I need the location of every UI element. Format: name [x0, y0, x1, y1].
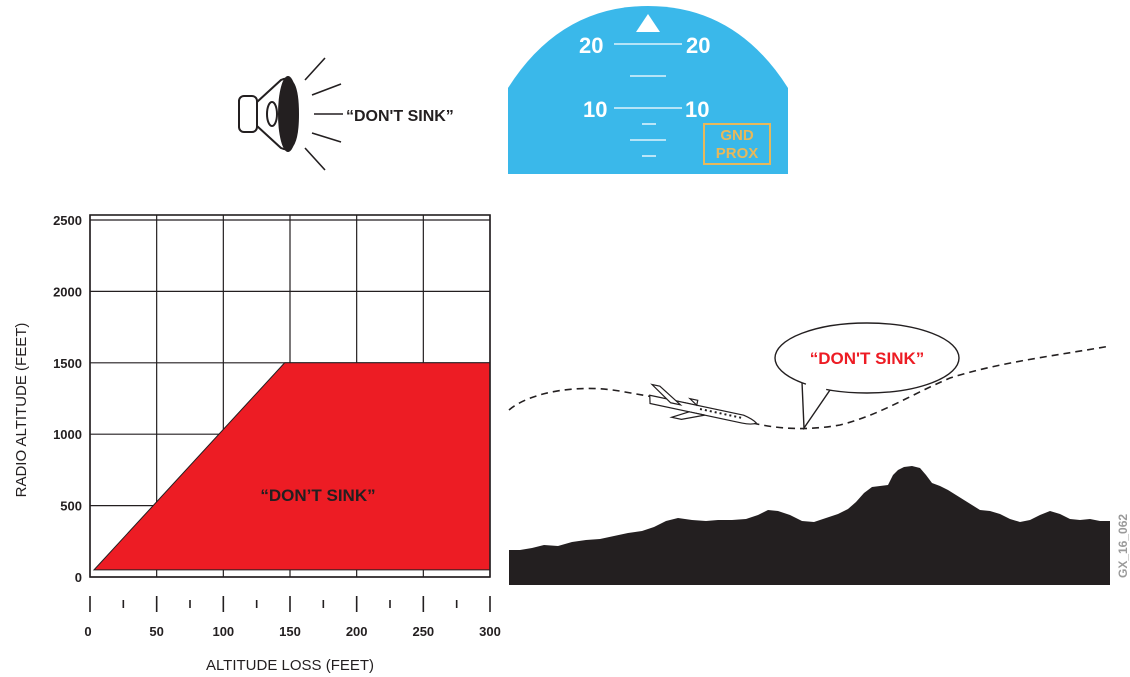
- dont-sink-region: [94, 363, 490, 570]
- pitch-label-10-right: 10: [685, 97, 709, 122]
- x-tick-label: 0: [84, 624, 91, 639]
- y-tick-label: 500: [60, 499, 82, 514]
- x-axis-title: ALTITUDE LOSS (FEET): [206, 657, 374, 674]
- figure-id: GX_16_062: [1116, 514, 1130, 578]
- bubble-callout-text: “DON'T SINK”: [810, 349, 925, 368]
- terrain: [509, 466, 1110, 585]
- x-tick-label: 300: [479, 624, 501, 639]
- pitch-label-10-left: 10: [583, 97, 607, 122]
- y-tick-label: 1500: [53, 356, 82, 371]
- x-tick-label: 150: [279, 624, 301, 639]
- pitch-label-20-right: 20: [686, 33, 710, 58]
- y-tick-label: 0: [75, 570, 82, 585]
- y-tick-label: 1000: [53, 427, 82, 442]
- speech-bubble: [775, 323, 959, 428]
- y-tick-label: 2000: [53, 284, 82, 299]
- region-label: “DON’T SINK”: [260, 486, 375, 505]
- aural-alert-text: “DON'T SINK”: [346, 108, 454, 125]
- terrain-scene: “DON'T SINK”: [509, 323, 1110, 585]
- x-tick-label: 200: [346, 624, 368, 639]
- annunciator-line1: GND: [720, 127, 754, 144]
- x-tick-label: 100: [212, 624, 234, 639]
- x-tick-label: 250: [412, 624, 434, 639]
- pfd-display: 20 20 10 10 GND PROX: [508, 6, 788, 174]
- pitch-label-20-left: 20: [579, 33, 603, 58]
- y-tick-label: 2500: [53, 213, 82, 228]
- airplane-icon: [646, 384, 759, 434]
- dont-sink-envelope-chart: 0 50 100 150 200 250 300 0 500 1000 1500 2000 2500 “…: [13, 213, 501, 674]
- speaker-icon: [239, 58, 343, 170]
- x-tick-label: 50: [149, 624, 163, 639]
- y-axis-title: RADIO ALTITUDE (FEET): [13, 323, 30, 498]
- annunciator-line2: PROX: [716, 145, 759, 162]
